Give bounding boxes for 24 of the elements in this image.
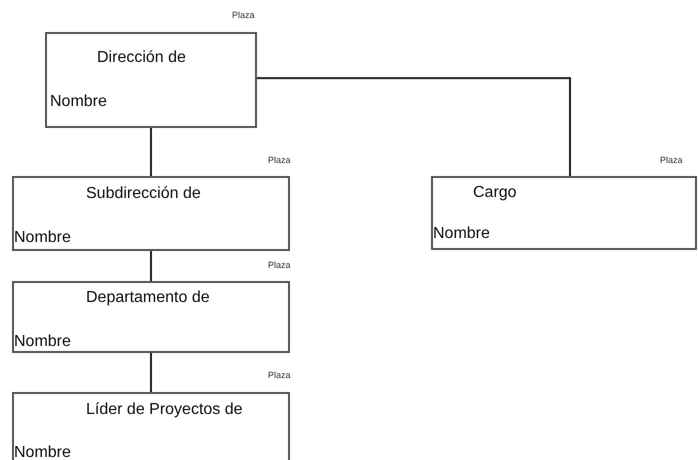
position-label: Plaza [268, 370, 291, 381]
connector-line [150, 353, 152, 392]
name-text: Nombre [14, 443, 71, 460]
name-text: Nombre [14, 228, 71, 248]
position-label: Plaza [268, 260, 291, 271]
position-label: Plaza [232, 10, 255, 21]
position-label: Plaza [660, 155, 683, 166]
position-title: Subdirección de [86, 184, 201, 204]
org-box [12, 281, 290, 353]
position-title: Líder de Proyectos de [86, 400, 243, 420]
name-text: Nombre [50, 92, 107, 112]
position-title: Departamento de [86, 288, 210, 308]
position-title: Cargo [473, 183, 517, 203]
name-text: Nombre [14, 332, 71, 352]
connector-line [257, 77, 571, 176]
org-box [431, 176, 697, 250]
org-box [12, 176, 290, 251]
position-label: Plaza [268, 155, 291, 166]
org-box [45, 32, 257, 128]
connector-line [150, 128, 152, 176]
name-text: Nombre [433, 224, 490, 244]
org-box [12, 392, 290, 460]
position-title: Dirección de [97, 48, 186, 68]
connector-line [150, 251, 152, 281]
